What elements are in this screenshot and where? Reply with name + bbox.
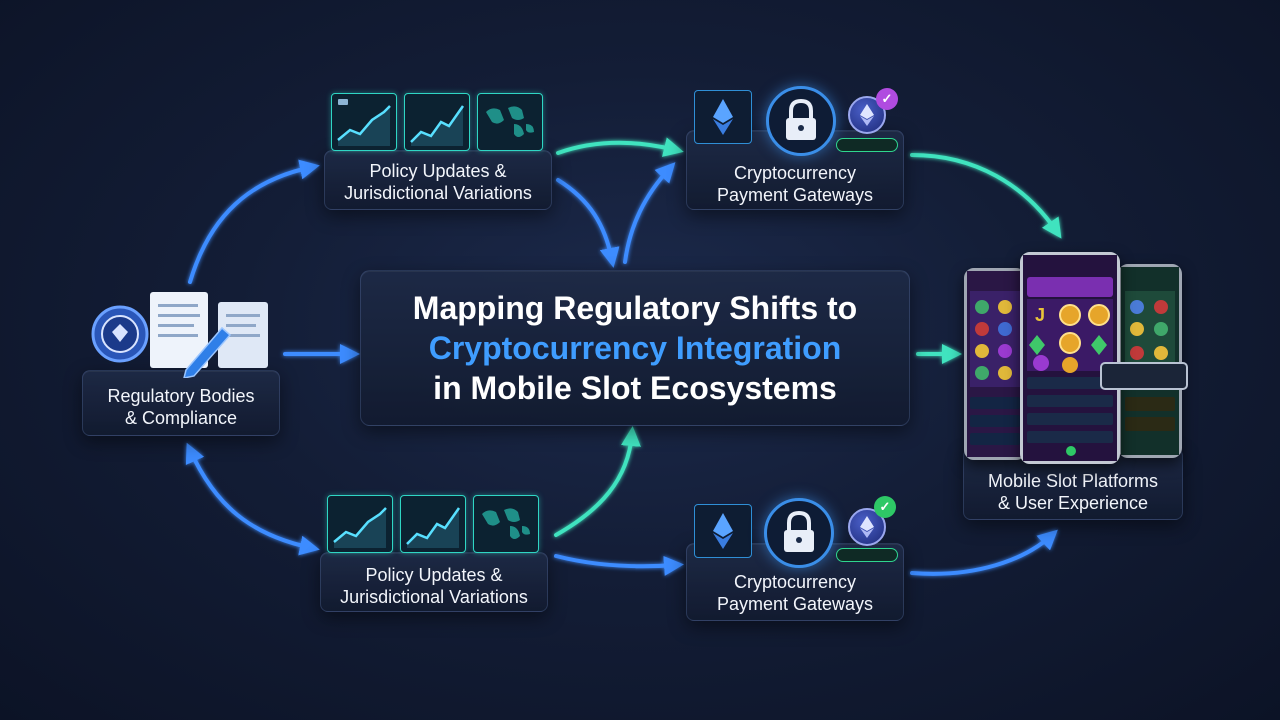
world-map-icon bbox=[477, 93, 543, 151]
regulatory-label-line2: & Compliance bbox=[124, 408, 238, 428]
arrow-regulatory-to-policy-top bbox=[188, 159, 320, 284]
status-pill bbox=[836, 138, 898, 152]
arrow-policy-bottom-to-crypto-bottom bbox=[554, 554, 684, 576]
policy-top-thumbnails bbox=[331, 93, 545, 151]
regulatory-icons bbox=[91, 292, 268, 378]
world-map-icon bbox=[473, 495, 539, 553]
title-line-2: Cryptocurrency Integration bbox=[428, 330, 842, 366]
slot-overlay-panel bbox=[1100, 362, 1188, 390]
arrow-crypto-bottom-to-mobile bbox=[910, 529, 1058, 576]
title-line-1: Mapping Regulatory Shifts to bbox=[412, 290, 858, 326]
document-icon bbox=[150, 292, 268, 368]
policy-bottom-thumbnails bbox=[327, 495, 541, 553]
crypto-bottom-card: Cryptocurrency Payment Gateways bbox=[686, 543, 904, 621]
title-card: Mapping Regulatory Shifts to Cryptocurre… bbox=[360, 270, 910, 426]
pen-icon bbox=[183, 326, 232, 378]
ethereum-icon bbox=[694, 90, 752, 144]
phone-icon bbox=[1118, 264, 1182, 458]
arrow-regulatory-policy-bottom bbox=[185, 442, 320, 556]
arrow-policy-top-to-title bbox=[556, 178, 620, 268]
policy-bottom-label-line2: Jurisdictional Variations bbox=[340, 587, 528, 607]
check-icon: ✓ bbox=[876, 88, 898, 110]
arrow-title-to-crypto-top bbox=[623, 162, 676, 264]
crypto-top-label-line2: Payment Gateways bbox=[716, 185, 874, 205]
ethereum-icon bbox=[694, 504, 752, 558]
crypto-top-icons: ✓ bbox=[694, 86, 904, 156]
policy-top-label-line2: Jurisdictional Variations bbox=[344, 183, 532, 203]
phone-icon bbox=[964, 268, 1026, 460]
svg-text:J: J bbox=[1035, 305, 1045, 325]
arrow-policy-bottom-to-title bbox=[554, 426, 641, 537]
chart-icon bbox=[400, 495, 466, 553]
chart-icon bbox=[331, 93, 397, 151]
policy-top-label-line1: Policy Updates & bbox=[369, 161, 507, 181]
policy-top-card: Policy Updates & Jurisdictional Variatio… bbox=[324, 150, 552, 210]
status-pill bbox=[836, 548, 898, 562]
coin-icon bbox=[848, 96, 886, 134]
arrow-crypto-top-to-mobile bbox=[910, 153, 1062, 239]
mobile-label-line2: & User Experience bbox=[997, 493, 1149, 513]
check-icon: ✓ bbox=[874, 496, 896, 518]
crypto-bottom-icons: ✓ bbox=[694, 494, 904, 568]
mobile-label-line1: Mobile Slot Platforms bbox=[987, 471, 1159, 491]
crypto-bottom-label-line1: Cryptocurrency bbox=[733, 572, 857, 592]
arrow-policy-top-to-crypto-top bbox=[556, 137, 684, 157]
policy-bottom-label-line1: Policy Updates & bbox=[365, 565, 503, 585]
padlock-icon bbox=[766, 86, 836, 156]
crypto-top-label-line1: Cryptocurrency bbox=[733, 163, 857, 183]
title-line-3: in Mobile Slot Ecosystems bbox=[433, 370, 837, 406]
phones-group: J bbox=[958, 252, 1188, 464]
policy-bottom-card: Policy Updates & Jurisdictional Variatio… bbox=[320, 552, 548, 612]
padlock-icon bbox=[764, 498, 834, 568]
chart-icon bbox=[404, 93, 470, 151]
crypto-bottom-label-line2: Payment Gateways bbox=[716, 594, 874, 614]
seal-icon bbox=[91, 305, 149, 363]
regulatory-label-line1: Regulatory Bodies bbox=[107, 386, 255, 406]
regulatory-card: Regulatory Bodies & Compliance bbox=[82, 370, 280, 436]
chart-icon bbox=[327, 495, 393, 553]
phone-icon: J bbox=[1020, 252, 1120, 464]
